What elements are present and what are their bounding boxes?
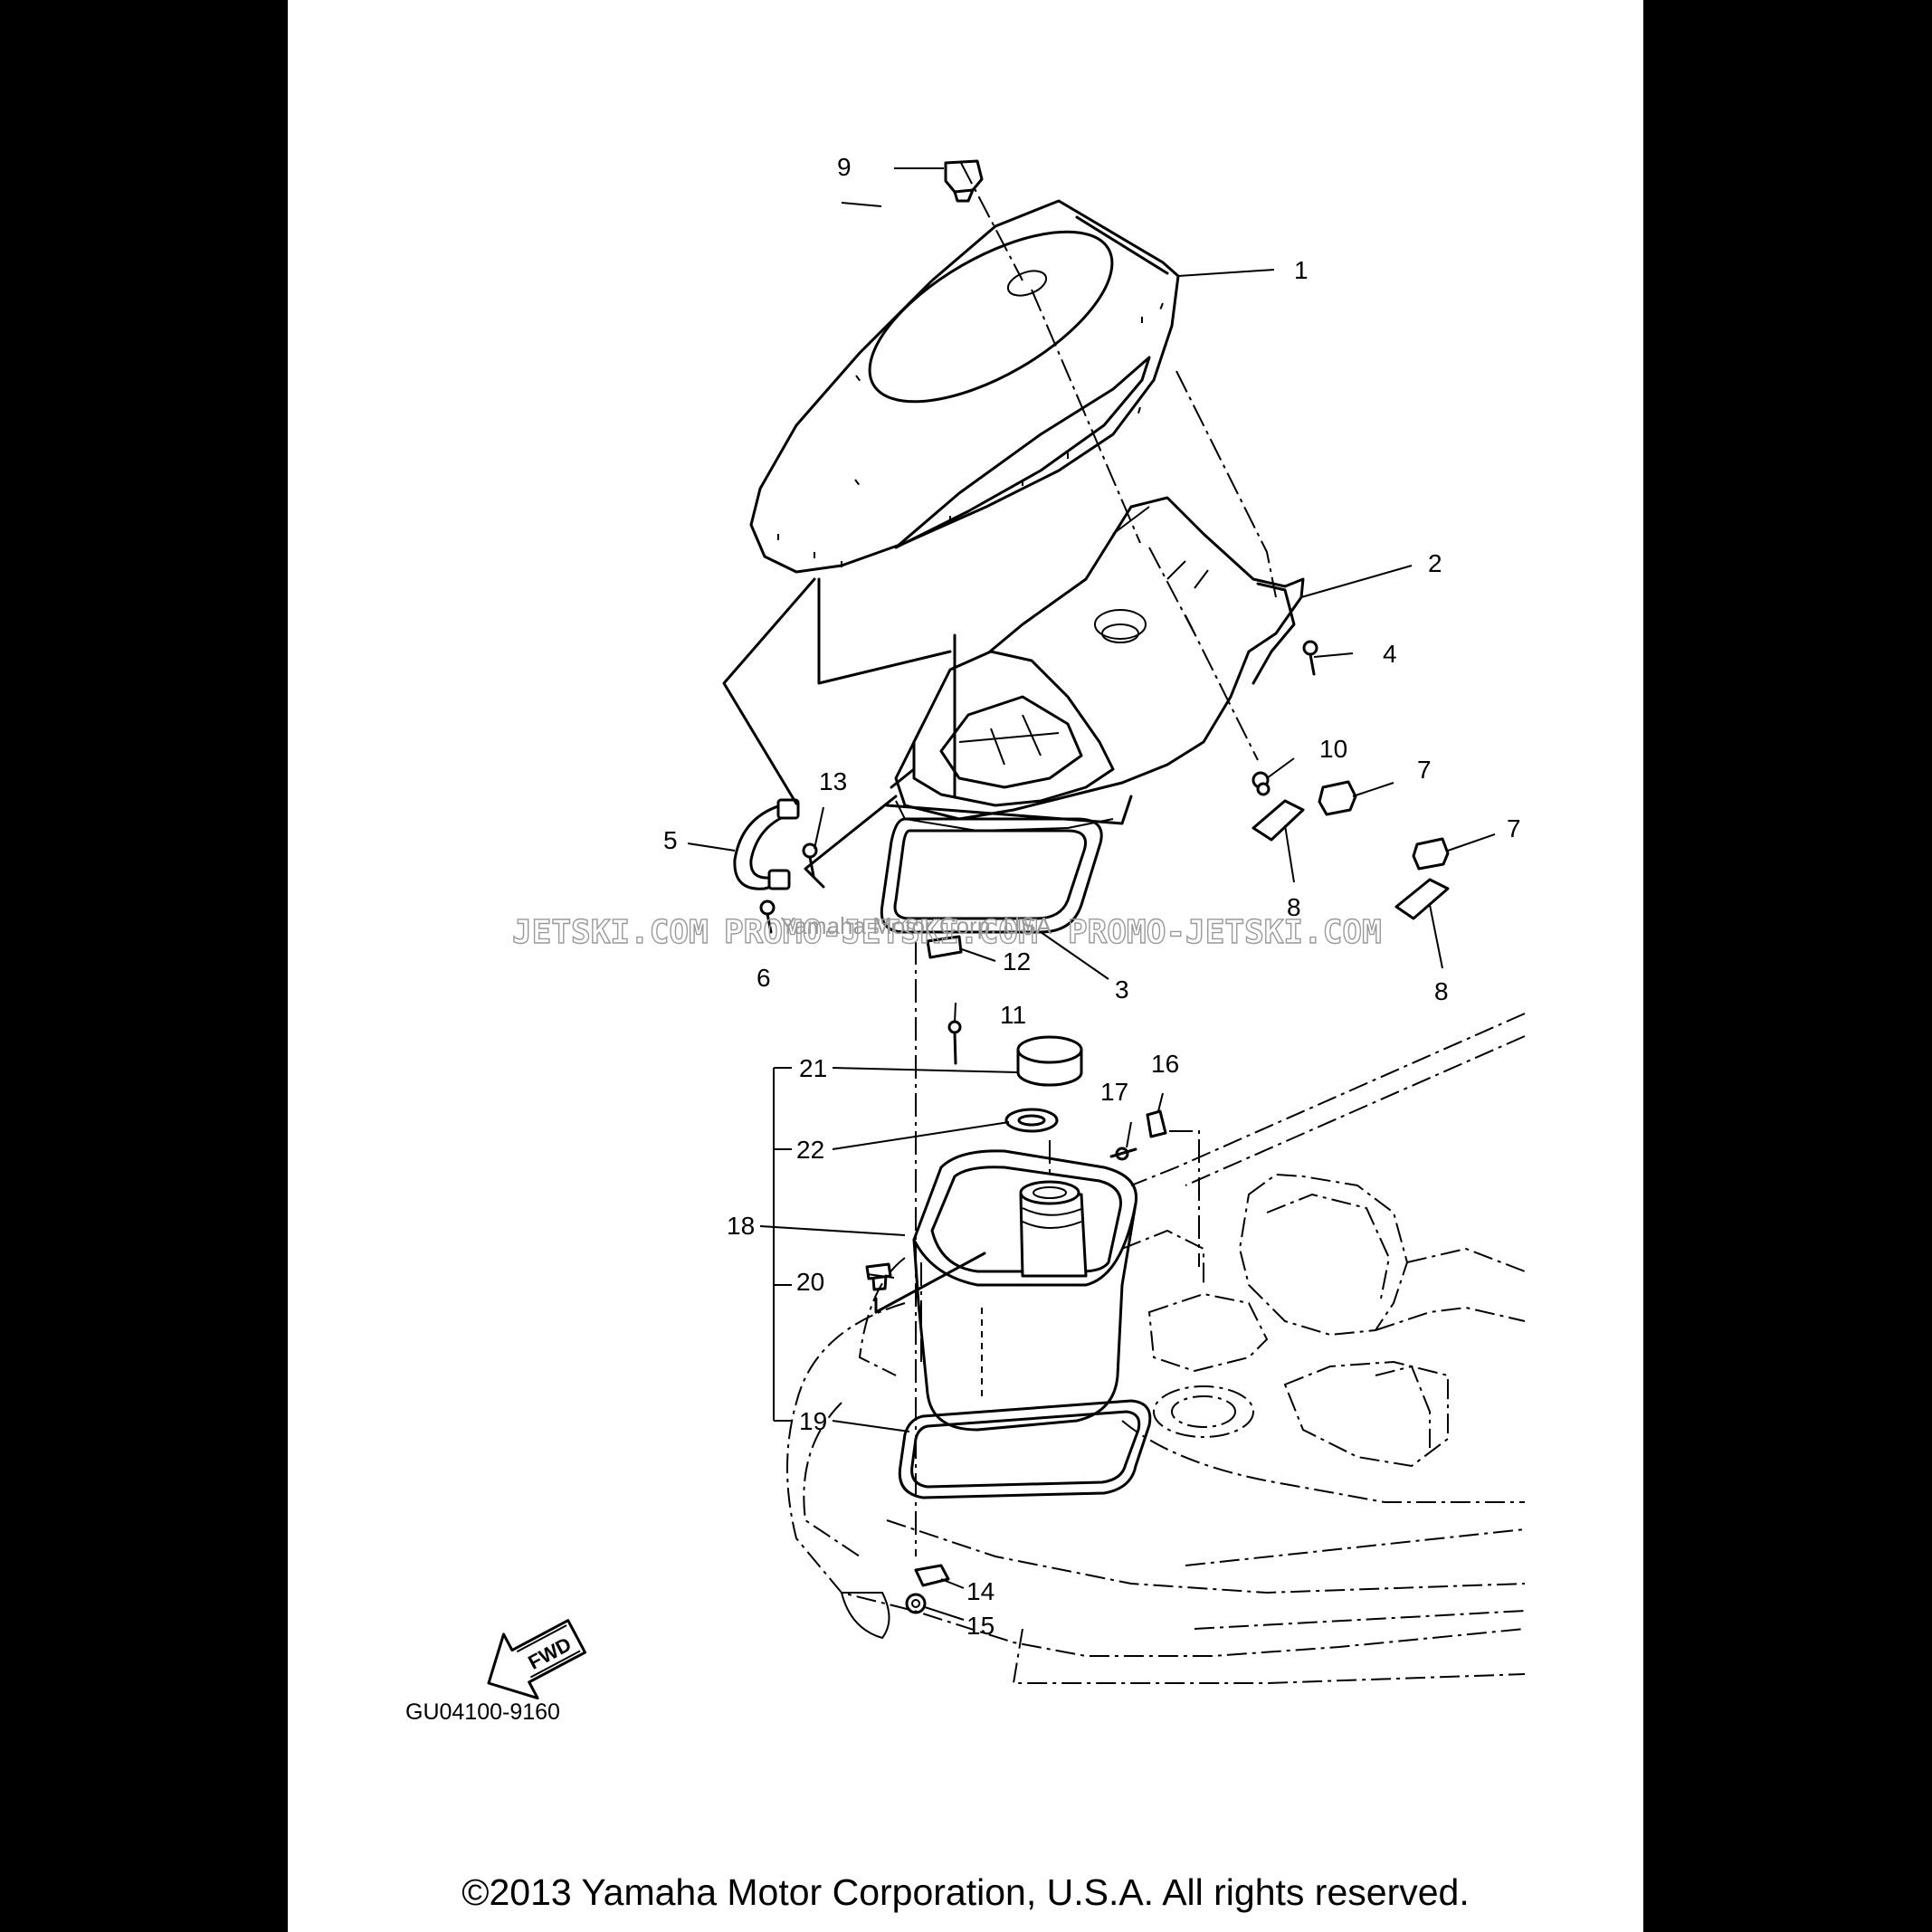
part-14-plate [914, 1564, 950, 1587]
callout-21: 21 [799, 1054, 827, 1082]
fwd-arrow-icon: FWD [487, 1619, 587, 1700]
tray-inner [885, 650, 1133, 833]
watermark-text-1: JETSKI.COM [512, 914, 709, 951]
watermark-owner: Yamaha Motor Corp. USA [780, 912, 1052, 939]
leader-lines [687, 162, 1496, 1621]
callout-2: 2 [1428, 549, 1442, 577]
watermark-text-2: PROMO-JETSKI.COM [724, 914, 1038, 951]
callout-18: 18 [727, 1212, 755, 1240]
callout-20: 20 [796, 1268, 824, 1296]
part-19-gasket [898, 1399, 1152, 1499]
part-5-clip [733, 798, 800, 890]
callout-7b: 7 [1507, 814, 1521, 842]
part-13-screw [802, 842, 818, 878]
part-4-screw [1302, 640, 1318, 676]
callout-17: 17 [1100, 1078, 1128, 1106]
callout-12: 12 [1003, 947, 1031, 976]
watermark-text-3: PROMO-JETSKI.COM [1068, 914, 1382, 951]
copyright-notice: ©2013 Yamaha Motor Corporation, U.S.A. A… [462, 1871, 1470, 1913]
callout-3: 3 [1115, 976, 1129, 1004]
callout-9: 9 [837, 153, 852, 181]
callout-7a: 7 [1417, 756, 1432, 784]
callout-10: 10 [1319, 735, 1347, 763]
part-17-screw [1109, 1147, 1137, 1161]
callout-14: 14 [966, 1577, 995, 1605]
hull-outline [786, 1013, 1526, 1684]
watermark: JETSKI.COM PROMO-JETSKI.COM PROMO-JETSKI… [511, 912, 1382, 952]
part-7-pad-a [1318, 780, 1357, 816]
part-11-pin [947, 1020, 962, 1065]
part-9-plug [944, 159, 984, 203]
callout-5: 5 [663, 826, 678, 854]
part-8-pad-a [1252, 799, 1305, 842]
part-1-cover [749, 199, 1180, 574]
part-18-bucket [912, 1149, 1138, 1432]
callout-labels: 1 2 3 4 5 6 7 7 8 8 9 10 11 12 13 14 15 … [663, 153, 1521, 1640]
part-16-bracket [1146, 1109, 1167, 1138]
part-12-bracket [926, 935, 963, 959]
callout-13: 13 [819, 767, 847, 795]
callout-6: 6 [757, 964, 771, 992]
part-21-cap [1016, 1035, 1083, 1087]
part-15-nut [905, 1593, 927, 1614]
callout-19: 19 [799, 1407, 827, 1435]
callout-4: 4 [1383, 640, 1397, 668]
drawing-code: GU04100-9160 [405, 1699, 560, 1725]
callout-22: 22 [796, 1136, 824, 1164]
callout-1: 1 [1294, 256, 1309, 284]
callout-11: 11 [1000, 1001, 1026, 1029]
part-22-washer [1004, 1108, 1059, 1133]
callout-8b: 8 [1434, 977, 1449, 1005]
part-8-pad-b [1394, 878, 1450, 920]
part-7-pad-b [1412, 837, 1450, 871]
callout-15: 15 [966, 1612, 995, 1640]
part-6-screw [759, 899, 776, 934]
callout-8a: 8 [1287, 893, 1301, 921]
callout-16: 16 [1151, 1050, 1179, 1078]
part-10-grommet [1252, 771, 1271, 796]
